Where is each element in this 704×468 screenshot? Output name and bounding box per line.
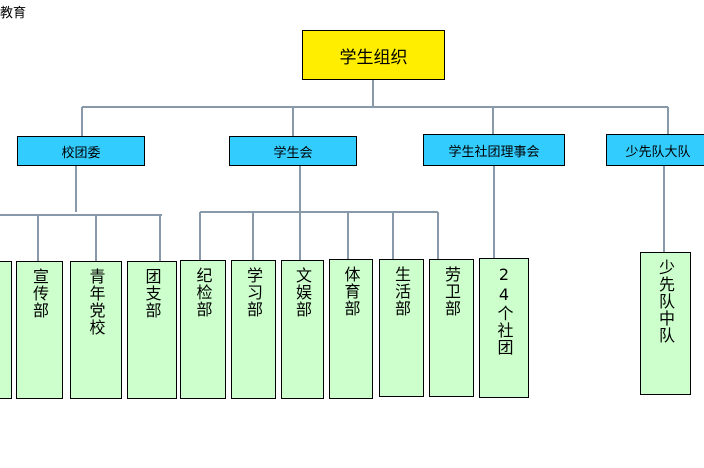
- branch-node-label: 校团委: [61, 145, 101, 161]
- corner-text: 教育: [0, 6, 27, 21]
- branch-node-youth-league: 校团委: [17, 136, 145, 166]
- leaf-node-league-branch: 团支部: [127, 261, 177, 399]
- leaf-node-discipline: 纪检部: [180, 260, 226, 399]
- leaf-node-clubs: 24个社团: [479, 258, 529, 398]
- leaf-node-pioneer-squadron: 少先队中队: [640, 252, 691, 395]
- root-node-label: 学生组织: [339, 47, 408, 68]
- branch-node-label: 学生会: [273, 145, 313, 161]
- branch-node-label: 少先队大队: [625, 144, 691, 160]
- leaf-node-label: 少先队中队: [656, 259, 675, 344]
- leaf-node-partial: [0, 261, 12, 399]
- leaf-node-living: 生活部: [379, 259, 424, 397]
- root-node: 学生组织: [302, 30, 445, 80]
- leaf-node-label: 24个社团: [494, 265, 514, 356]
- branch-node-label: 学生社团理事会: [448, 144, 540, 160]
- leaf-node-label: 团支部: [142, 268, 162, 319]
- leaf-node-label: 文娱部: [293, 267, 312, 318]
- leaf-node-labor: 劳卫部: [429, 259, 474, 397]
- leaf-node-label: 学习部: [244, 267, 263, 318]
- branch-node-young-pioneers: 少先队大队: [606, 134, 704, 166]
- leaf-node-sports: 体育部: [329, 259, 373, 399]
- branch-node-club-council: 学生社团理事会: [423, 134, 565, 166]
- leaf-node-label: 劳卫部: [442, 266, 461, 317]
- leaf-node-entertainment: 文娱部: [281, 260, 324, 399]
- leaf-node-label: 宣传部: [30, 268, 49, 319]
- leaf-node-label: 生活部: [392, 266, 411, 317]
- leaf-node-party-school: 青年党校: [70, 261, 122, 399]
- leaf-node-label: 纪检部: [193, 267, 213, 318]
- leaf-node-study: 学习部: [231, 260, 276, 399]
- leaf-node-publicity: 宣传部: [16, 261, 63, 399]
- leaf-node-label: 体育部: [341, 266, 361, 317]
- leaf-node-label: 青年党校: [86, 268, 106, 336]
- branch-node-student-union: 学生会: [229, 136, 357, 166]
